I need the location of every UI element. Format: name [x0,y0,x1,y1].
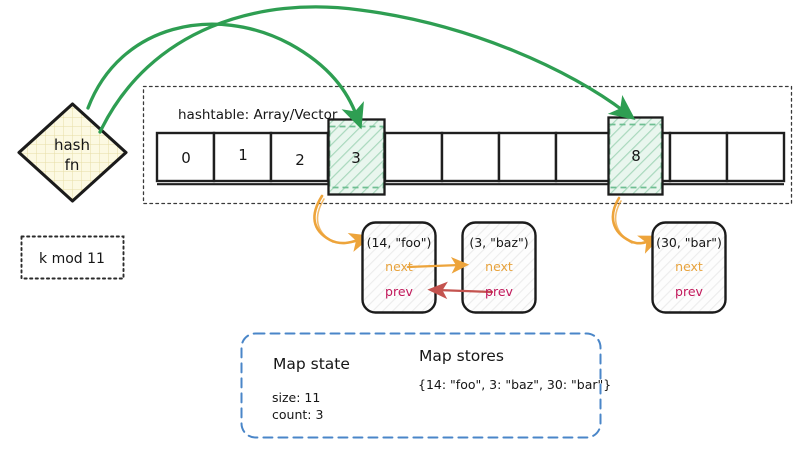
node-1-next-label: next [385,259,413,274]
cell-label-1: 1 [238,146,248,164]
cell-9[interactable] [668,131,729,183]
cell-6[interactable] [497,131,558,183]
map-stores-heading: Map stores [419,347,504,365]
node-2-title: (3, "baz") [469,235,528,250]
cell-10[interactable] [725,131,786,183]
node-1-prev-label: prev [385,284,413,299]
hashtable-caption: hashtable: Array/Vector [178,107,338,123]
map-state-heading: Map state [273,355,350,373]
node-2-prev-label: prev [485,284,513,299]
mod-box-label: k mod 11 [39,251,105,267]
highlight-cell-8 [607,116,664,196]
cell-4[interactable] [383,131,444,183]
node-3-next-label: next [675,259,703,274]
cell-1[interactable] [212,131,273,183]
node-1-title: (14, "foo") [367,235,432,250]
hash-fn-line2: fn [65,156,80,174]
hash-fn-shape [17,102,128,203]
node-2-next-label: next [485,259,513,274]
orange-arrow-cell8-to-node-shadow [614,200,633,244]
mod-box-outline [20,235,125,280]
cell-2[interactable] [269,131,330,183]
node-box-1[interactable] [361,221,437,314]
cell-7[interactable] [554,131,615,183]
map-stores-value: {14: "foo", 3: "baz", 30: "bar"} [418,377,611,392]
cell-label-2: 2 [295,151,305,169]
hash-fn-line1: hash [54,136,90,154]
node-3-prev-label: prev [675,284,703,299]
map-state-size: size: 11 [272,390,320,405]
cell-label-8: 8 [631,147,641,165]
node-3-title: (30, "bar") [656,235,722,250]
cell-0[interactable] [155,131,216,183]
map-state-count: count: 3 [272,407,323,422]
cell-5[interactable] [440,131,501,183]
cell-label-3: 3 [351,149,361,167]
cell-label-0: 0 [181,149,191,167]
next-pointer-arrow [406,257,470,274]
highlight-cell-3 [327,118,386,196]
node-box-3[interactable] [651,221,727,314]
hashtable-container [142,85,793,205]
green-arrow-to-cell-8 [98,5,636,134]
green-arrow-to-cell-3 [86,22,364,130]
map-panel-outline [240,332,602,439]
hashtable-cells [155,131,786,186]
orange-arrow-cell3-to-node-shadow [316,198,334,243]
prev-pointer-arrow [427,281,494,300]
